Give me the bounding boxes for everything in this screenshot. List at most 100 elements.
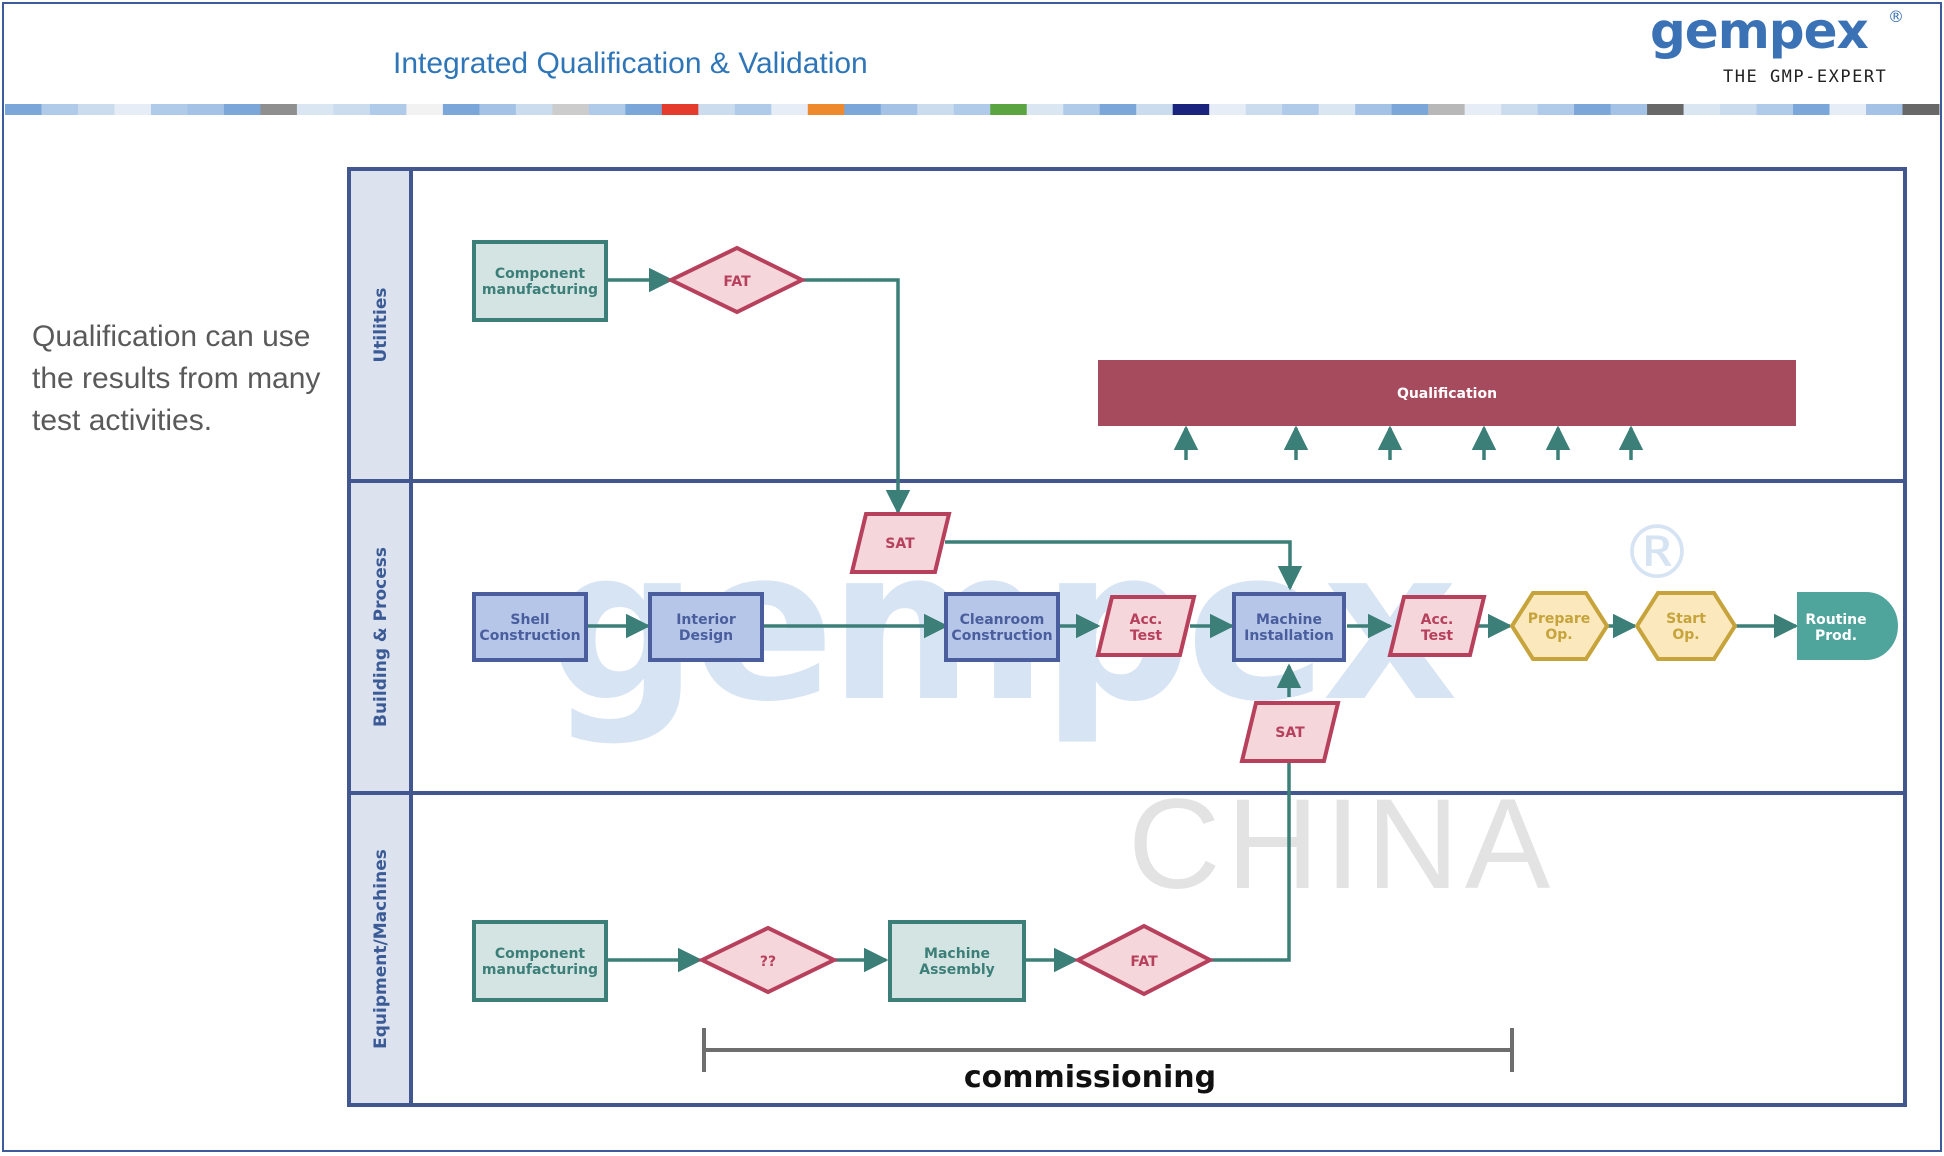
color-strip-segment [1902,104,1940,115]
color-strip-segment [41,104,79,115]
color-strip-segment [1136,104,1174,115]
color-strip-segment [1756,104,1794,115]
color-strip-segment [406,104,444,115]
color-strip-segment [223,104,261,115]
color-strip-segment [1464,104,1502,115]
connectors [586,267,1799,973]
lane-header-column [349,169,411,1105]
color-strip-segment [625,104,663,115]
lane-label-building-process: Building & Process [371,547,391,727]
svg-text:FAT: FAT [723,274,751,290]
swimlane-diagram: Utilities Building & Process Equipment/M… [347,167,1907,1107]
color-strip-segment [880,104,918,115]
svg-text:??: ?? [760,954,776,970]
color-strip-segment [1683,104,1721,115]
node-label: Machine [1256,612,1322,628]
node-label: Construction [479,628,580,644]
color-strip-segment [1647,104,1685,115]
color-strip-segment [953,104,991,115]
side-note-line: Qualification can use [32,320,311,353]
color-strip-segment [1574,104,1612,115]
color-strip-segment [1063,104,1101,115]
watermark-registered-mark: ® [1620,510,1694,596]
node-label: Acc. [1130,612,1163,628]
commissioning-bracket [702,1028,1514,1072]
color-strip-segment [442,104,480,115]
color-strip-segment [187,104,225,115]
node-label: Test [1421,628,1454,644]
color-strip-segment [114,104,152,115]
node-label: Cleanroom [960,612,1045,628]
node-label: ?? [760,954,776,970]
svg-text:Qualification: Qualification [1397,386,1497,402]
node-label: Construction [951,628,1052,644]
color-strip-segment [917,104,955,115]
node-qualification: Qualification [1098,360,1796,426]
node-label: Prod. [1815,628,1857,644]
color-strip-segment [479,104,517,115]
color-strip-segment [1245,104,1283,115]
color-strip-segment [333,104,371,115]
color-strip-segment [1391,104,1429,115]
node-label: Start [1666,611,1706,627]
color-strip-segment [1099,104,1137,115]
node-label: Assembly [919,962,995,978]
page-title: Integrated Qualification & Validation [393,47,868,80]
node-label: Machine [924,946,990,962]
node-equipment-unknown-test: ?? [697,925,839,995]
node-label: Test [1130,628,1163,644]
node-label: SAT [885,536,915,552]
node-sat-bottom: SAT [1239,701,1341,763]
connector-line [1210,761,1291,962]
node-label: Op. [1672,627,1699,643]
color-strip-segment [1720,104,1758,115]
svg-text:SAT: SAT [1275,725,1305,741]
node-label: Installation [1244,628,1334,644]
color-strip-segment [1355,104,1393,115]
svg-text:FAT: FAT [1130,954,1158,970]
node-label: Routine [1805,612,1866,628]
node-label: manufacturing [482,282,598,298]
logo-registered-mark: ® [1888,7,1904,26]
color-strip-segment [5,104,42,115]
lane-label-equipment-machines: Equipment/Machines [371,849,391,1049]
logo-tagline: THE GMP-EXPERT [1723,67,1887,87]
color-strip-segment [734,104,772,115]
color-strip-segment [588,104,626,115]
node-label: Component [495,266,586,282]
node-equipment-fat: FAT [1073,923,1215,997]
svg-text:Acc.Test: Acc.Test [1130,612,1163,644]
node-label: SAT [1275,725,1305,741]
node-label: Design [679,628,733,644]
color-strip-segment [260,104,298,115]
header-color-strip [5,104,1940,115]
node-acceptance-test-2: Acc.Test [1387,595,1487,657]
node-acceptance-test-1: Acc.Test [1095,595,1197,657]
color-strip-segment [698,104,736,115]
color-strip-segment [77,104,115,115]
color-strip-segment [1829,104,1867,115]
color-strip-segment [1537,104,1575,115]
node-label: Interior [676,612,736,628]
color-strip-segment [1318,104,1356,115]
node-label: Qualification [1397,386,1497,402]
lane-label-utilities: Utilities [371,287,391,362]
node-utilities-fat: FAT [666,245,807,315]
node-label: Component [495,946,586,962]
logo-wordmark: gempex [1650,2,1869,60]
